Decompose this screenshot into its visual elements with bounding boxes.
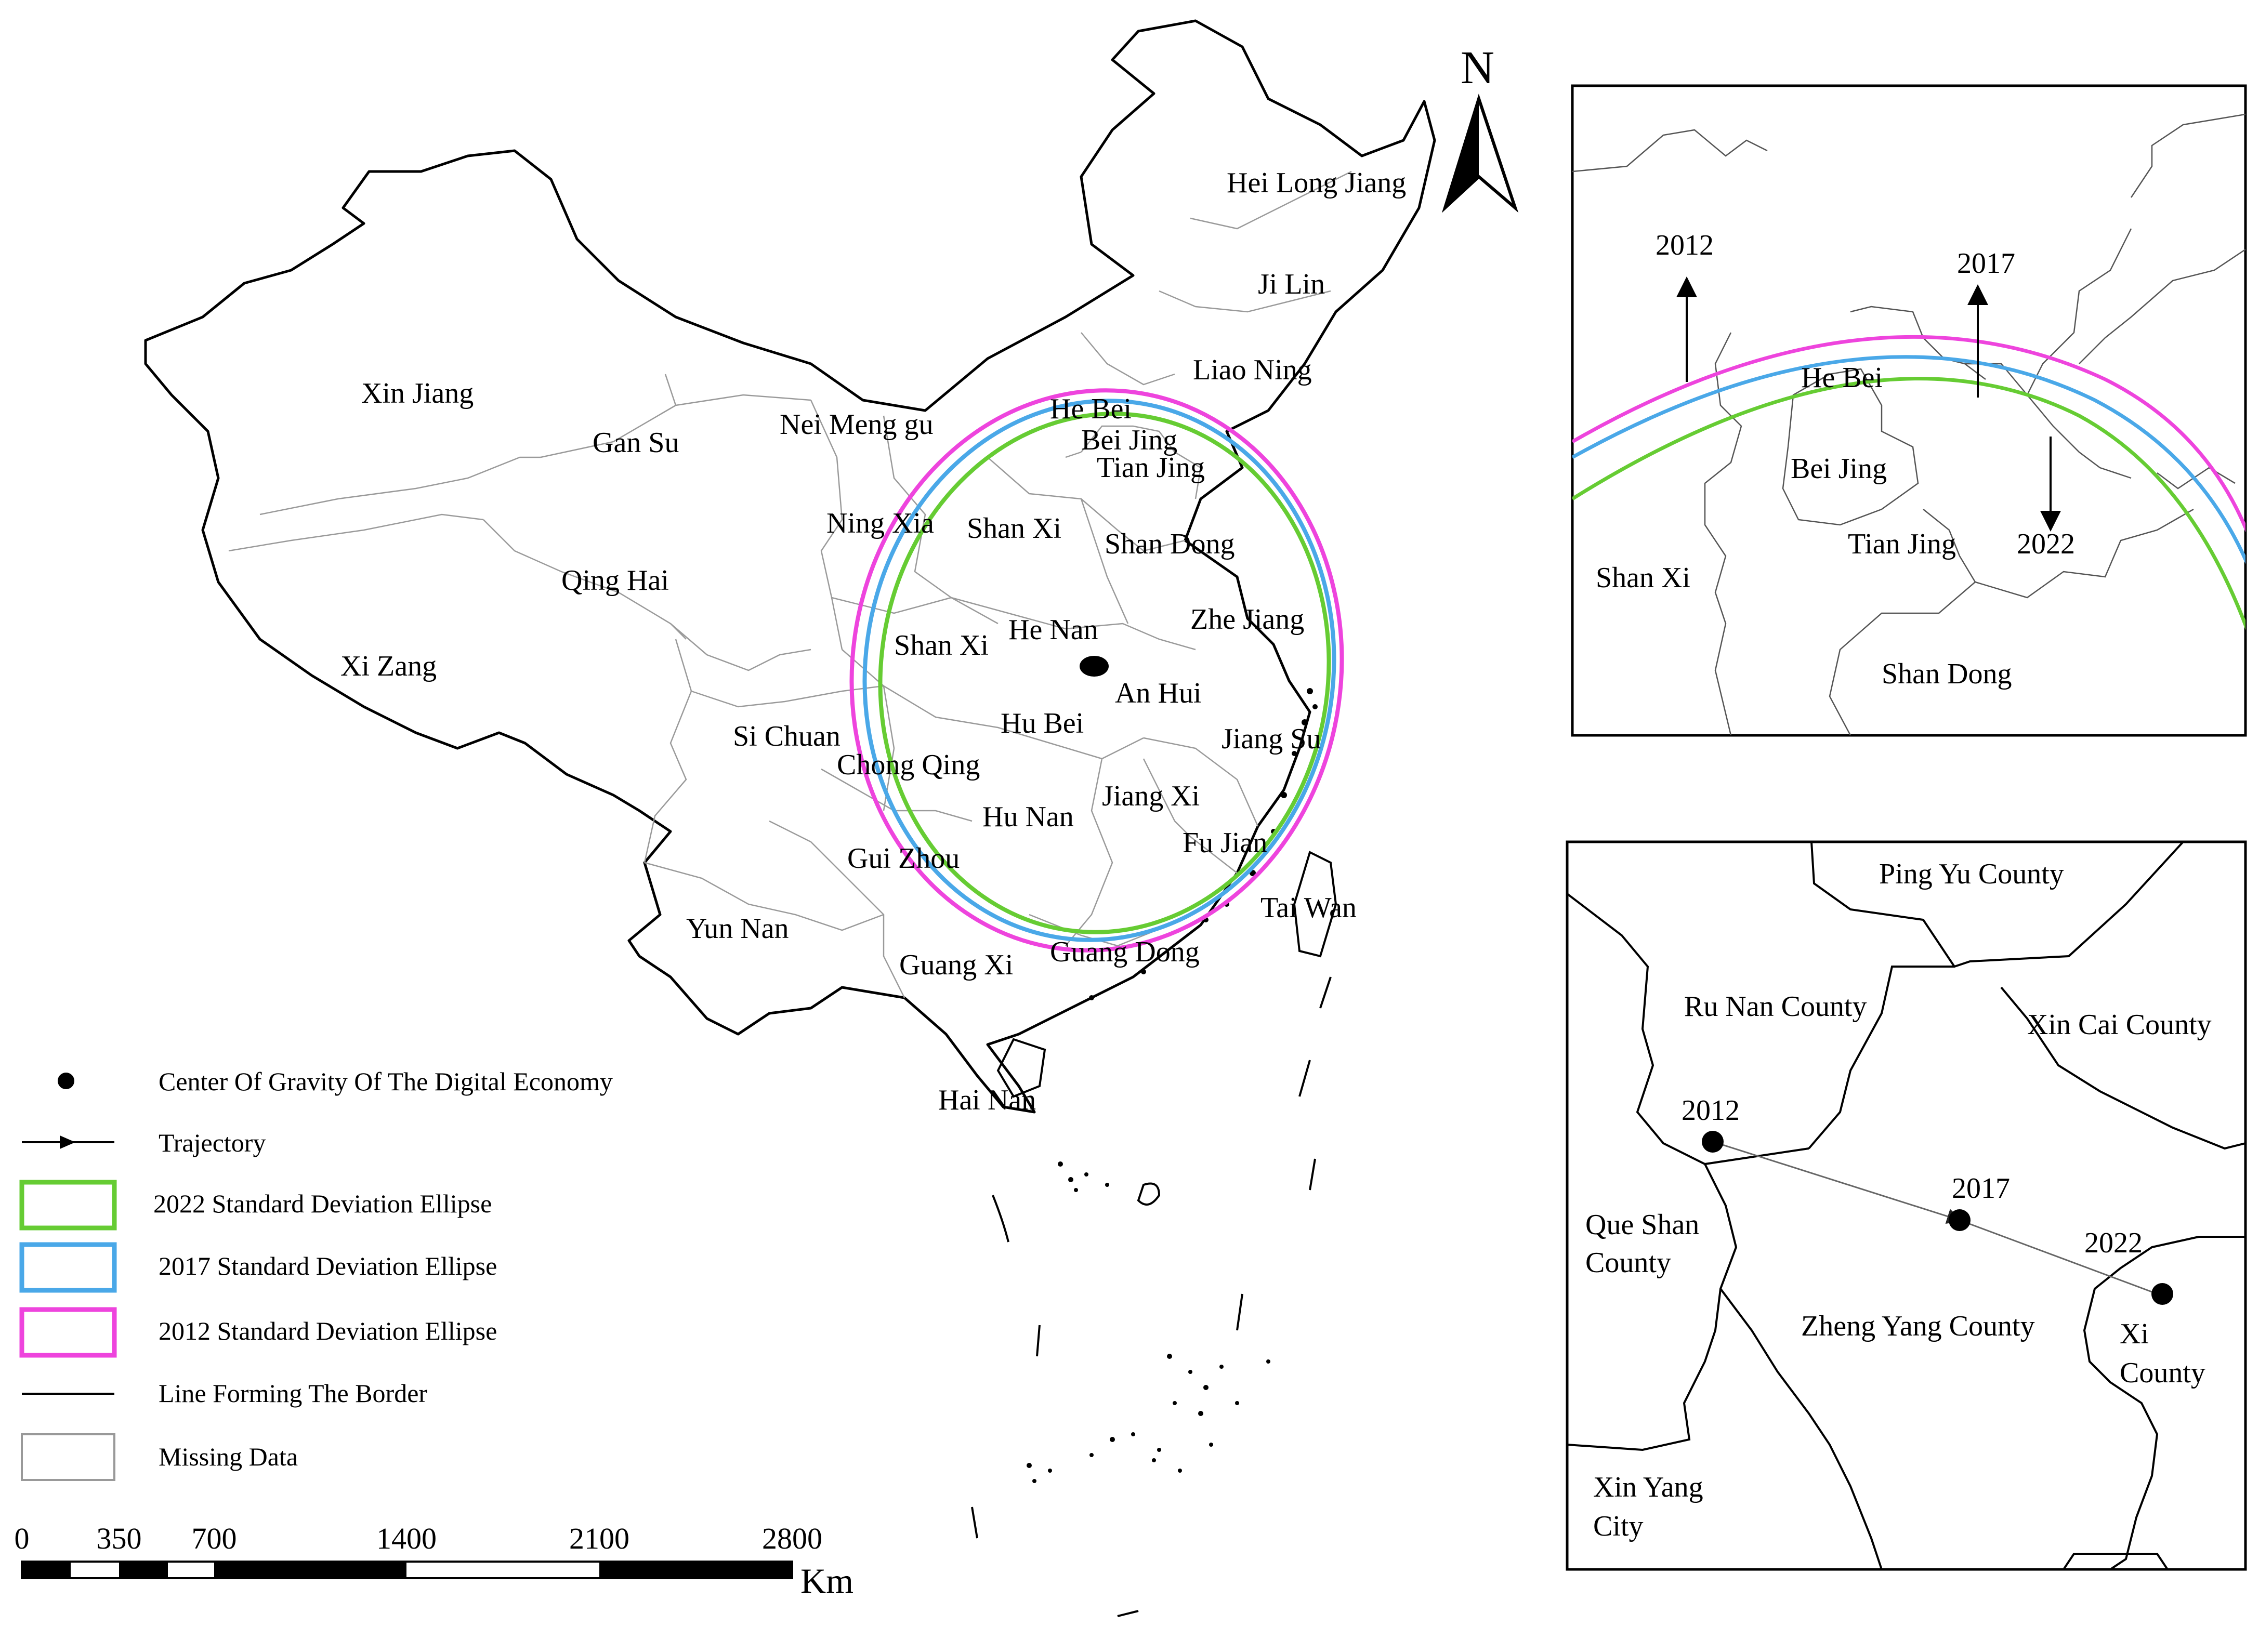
label-jiangxi: Jiang Xi bbox=[1102, 780, 1200, 812]
north-arrow-letter: N bbox=[1461, 42, 1494, 94]
south-sea-islands bbox=[971, 851, 1337, 1617]
trajectory-line-2 bbox=[1959, 1219, 2157, 1294]
ellipse-2022 bbox=[878, 412, 1331, 934]
legend-missing-swatch bbox=[21, 1433, 115, 1481]
gravity-point-2017 bbox=[1949, 1209, 1971, 1231]
inset-bottom-label-xinyang-1: Xin Yang bbox=[1593, 1471, 1703, 1503]
inset-bottom-label-xinyang-2: City bbox=[1593, 1510, 1643, 1542]
scale-bar: 0 350 700 1400 2100 2800 Km bbox=[15, 1522, 854, 1601]
inset-top-label-shandong: Shan Dong bbox=[1882, 658, 2012, 690]
label-xizang: Xi Zang bbox=[340, 650, 437, 682]
scale-tick-2800: 2800 bbox=[762, 1522, 822, 1555]
inset-bottom-label-runan: Ru Nan County bbox=[1684, 990, 1867, 1023]
legend-2022-ellipse-label: 2022 Standard Deviation Ellipse bbox=[153, 1189, 492, 1218]
country-outline bbox=[144, 19, 1436, 1114]
trajectory-line-1 bbox=[1712, 1141, 1963, 1224]
label-jiangsu: Jiang Su bbox=[1222, 723, 1321, 755]
legend-gravity-label: Center Of Gravity Of The Digital Economy bbox=[159, 1067, 613, 1096]
legend-missing-label: Missing Data bbox=[159, 1442, 298, 1471]
north-arrow: N bbox=[1441, 42, 1519, 213]
ellipse-2017 bbox=[862, 399, 1336, 942]
inset-arc-2012 bbox=[1572, 335, 2245, 533]
legend-2012-ellipse-swatch bbox=[19, 1307, 117, 1358]
legend-gravity-icon bbox=[58, 1073, 74, 1089]
label-shanxi-south: Shan Xi bbox=[894, 629, 989, 662]
inset-top: 2012 2017 2022 He Bei Bei Jing Shan Xi T… bbox=[1571, 84, 2247, 737]
gravity-point-2012 bbox=[1702, 1131, 1724, 1153]
inset-top-year-2012: 2012 bbox=[1656, 229, 1714, 261]
inset-top-label-tianjing: Tian Jing bbox=[1848, 528, 1956, 560]
scale-tick-350: 350 bbox=[97, 1522, 142, 1555]
scale-unit: Km bbox=[800, 1561, 853, 1601]
label-neimenggu: Nei Meng gu bbox=[780, 408, 934, 441]
inset-bottom-frame bbox=[1566, 840, 2247, 1571]
label-guizhou: Gui Zhou bbox=[847, 842, 960, 875]
inset-bottom-label-queshan-1: Que Shan bbox=[1585, 1209, 1699, 1241]
label-fujian: Fu Jian bbox=[1183, 827, 1267, 859]
inset-bottom-label-xincai: Xin Cai County bbox=[2027, 1009, 2212, 1041]
label-shandong: Shan Dong bbox=[1105, 528, 1234, 560]
legend-2017-ellipse-swatch bbox=[19, 1242, 117, 1293]
label-heilongjiang: Hei Long Jiang bbox=[1227, 167, 1406, 199]
legend-border-label: Line Forming The Border bbox=[159, 1379, 427, 1408]
gravity-point-2022 bbox=[2151, 1283, 2173, 1305]
label-chongqing: Chong Qing bbox=[837, 749, 980, 781]
legend-trajectory-label: Trajectory bbox=[159, 1128, 266, 1157]
label-tianjing: Tian Jing bbox=[1097, 452, 1205, 484]
inset-bottom-label-xi-2: County bbox=[2120, 1357, 2205, 1389]
inset-bottom: Ping Yu County Ru Nan County Xin Cai Cou… bbox=[1566, 840, 2247, 1571]
inset-bottom-year-2017: 2017 bbox=[1952, 1172, 2010, 1205]
scale-tick-0: 0 bbox=[15, 1522, 30, 1555]
gravity-center-marker bbox=[1080, 656, 1109, 677]
inset-arc-2022 bbox=[1572, 377, 2245, 630]
china-map: Hei Long Jiang Ji Lin Liao Ning Xin Jian… bbox=[144, 19, 1519, 1617]
legend: Center Of Gravity Of The Digital Economy… bbox=[19, 1067, 613, 1481]
label-hebei: He Bei bbox=[1050, 393, 1132, 425]
label-shanxi-north: Shan Xi bbox=[967, 512, 1061, 545]
label-hubei: Hu Bei bbox=[1001, 707, 1084, 739]
inset-top-label-hebei: He Bei bbox=[1801, 362, 1883, 394]
label-guangxi: Guang Xi bbox=[899, 949, 1013, 981]
scale-tick-700: 700 bbox=[192, 1522, 237, 1555]
label-gansu: Gan Su bbox=[593, 427, 679, 459]
label-ningxia: Ning Xia bbox=[826, 507, 934, 539]
legend-2017-ellipse-label: 2017 Standard Deviation Ellipse bbox=[159, 1251, 497, 1280]
inset-bottom-year-2022: 2022 bbox=[2084, 1227, 2143, 1259]
inset-bottom-label-pingyu: Ping Yu County bbox=[1879, 858, 2064, 890]
label-zhejiang: Zhe Jiang bbox=[1190, 603, 1304, 636]
scale-tick-2100: 2100 bbox=[569, 1522, 629, 1555]
label-xinjiang: Xin Jiang bbox=[361, 377, 474, 409]
label-anhui: An Hui bbox=[1115, 677, 1201, 709]
inset-arc-2017 bbox=[1572, 355, 2245, 564]
inset-top-frame bbox=[1571, 84, 2247, 737]
inset-bottom-label-xi-1: Xi bbox=[2120, 1318, 2149, 1350]
label-henan: He Nan bbox=[1008, 614, 1098, 646]
province-labels: Hei Long Jiang Ji Lin Liao Ning Xin Jian… bbox=[340, 167, 1406, 1116]
label-hunan: Hu Nan bbox=[982, 801, 1074, 833]
inset-bottom-label-queshan-2: County bbox=[1585, 1247, 1671, 1279]
inset-top-year-2017: 2017 bbox=[1957, 247, 2015, 280]
ellipse-2012 bbox=[849, 388, 1344, 953]
label-sichuan: Si Chuan bbox=[733, 720, 840, 752]
inset-bottom-year-2012: 2012 bbox=[1682, 1094, 1740, 1127]
inset-top-label-beijing: Bei Jing bbox=[1791, 453, 1887, 485]
label-liaoning: Liao Ning bbox=[1193, 354, 1312, 386]
scale-tick-1400: 1400 bbox=[376, 1522, 437, 1555]
legend-2022-ellipse-swatch bbox=[19, 1180, 117, 1231]
label-hainan: Hai Nan bbox=[938, 1084, 1036, 1116]
label-jilin: Ji Lin bbox=[1258, 268, 1325, 300]
label-beijing: Bei Jing bbox=[1081, 424, 1177, 456]
inset-top-year-2022: 2022 bbox=[2017, 528, 2075, 560]
legend-2012-ellipse-label: 2012 Standard Deviation Ellipse bbox=[159, 1316, 497, 1345]
inset-bottom-label-zhengyang: Zheng Yang County bbox=[1801, 1310, 2035, 1342]
inset-top-label-shanxi: Shan Xi bbox=[1596, 562, 1690, 594]
island-dots bbox=[1027, 1161, 1270, 1483]
label-taiwan: Tai Wan bbox=[1260, 892, 1357, 924]
province-lines bbox=[228, 170, 1352, 998]
label-qinghai: Qing Hai bbox=[561, 564, 669, 597]
label-yunnan: Yun Nan bbox=[686, 913, 789, 945]
label-guangdong: Guang Dong bbox=[1050, 936, 1200, 968]
